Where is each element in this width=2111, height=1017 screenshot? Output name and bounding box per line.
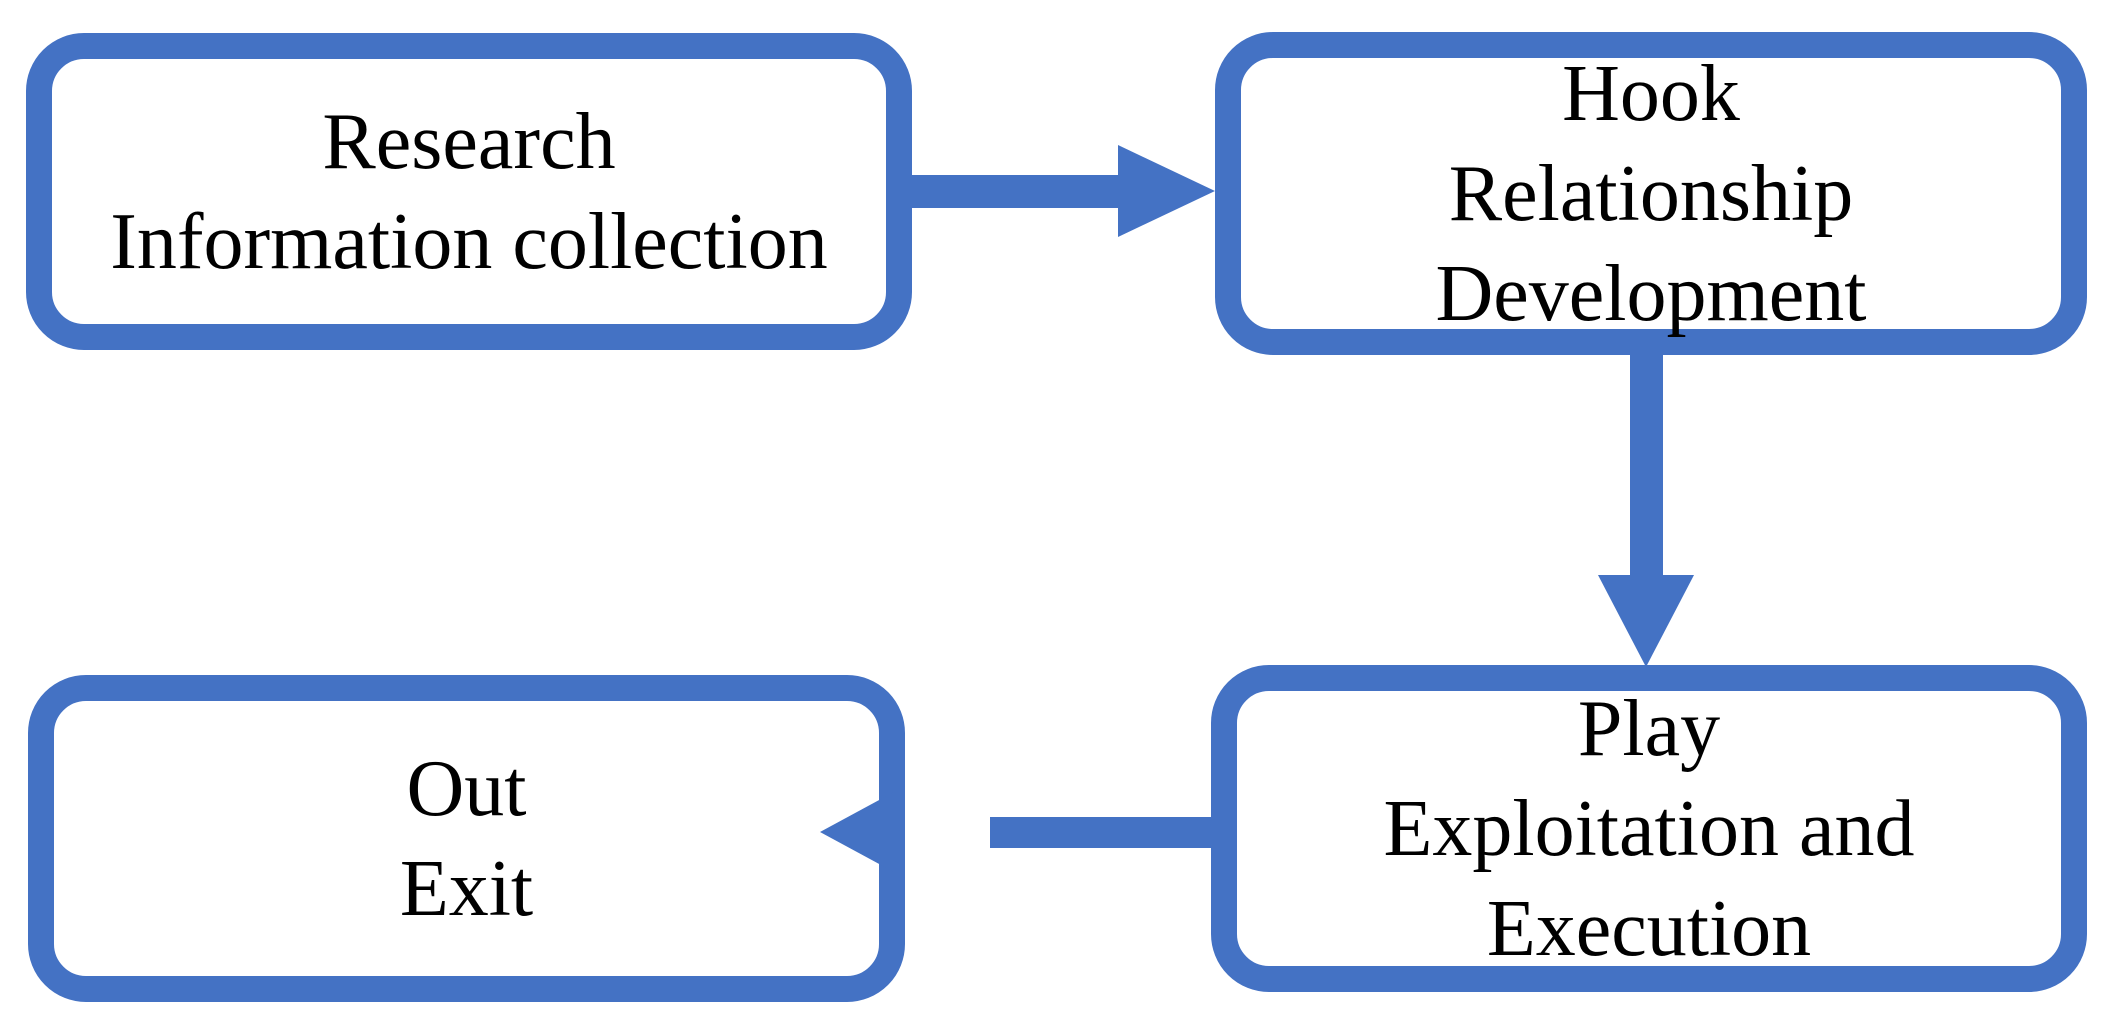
node-play-line-2: Exploitation and: [1383, 784, 1915, 873]
node-research-line-1: Research: [322, 97, 616, 186]
arrow-down-head-icon: [1598, 575, 1694, 667]
arrow-right-head-icon: [1118, 145, 1215, 237]
node-play: Play Exploitation and Execution: [1211, 665, 2087, 992]
node-play-line-1: Play: [1577, 684, 1721, 773]
node-out-line-2: Exit: [399, 844, 534, 933]
node-hook: Hook Relationship Development: [1215, 32, 2087, 355]
arrow-left-head-icon: [820, 786, 905, 878]
arrow-left-shaft: [990, 817, 1211, 848]
node-out: Out Exit: [28, 675, 905, 1002]
node-out-line-1: Out: [406, 744, 527, 833]
node-research: Research Information collection: [26, 33, 912, 350]
node-play-line-3: Execution: [1486, 884, 1812, 973]
node-research-line-2: Information collection: [110, 197, 828, 286]
arrow-right-shaft: [912, 175, 1118, 208]
node-hook-line-2: Relationship: [1448, 149, 1854, 238]
arrow-down-shaft: [1630, 355, 1663, 575]
node-hook-line-3: Development: [1435, 249, 1867, 338]
node-hook-line-1: Hook: [1562, 49, 1740, 138]
